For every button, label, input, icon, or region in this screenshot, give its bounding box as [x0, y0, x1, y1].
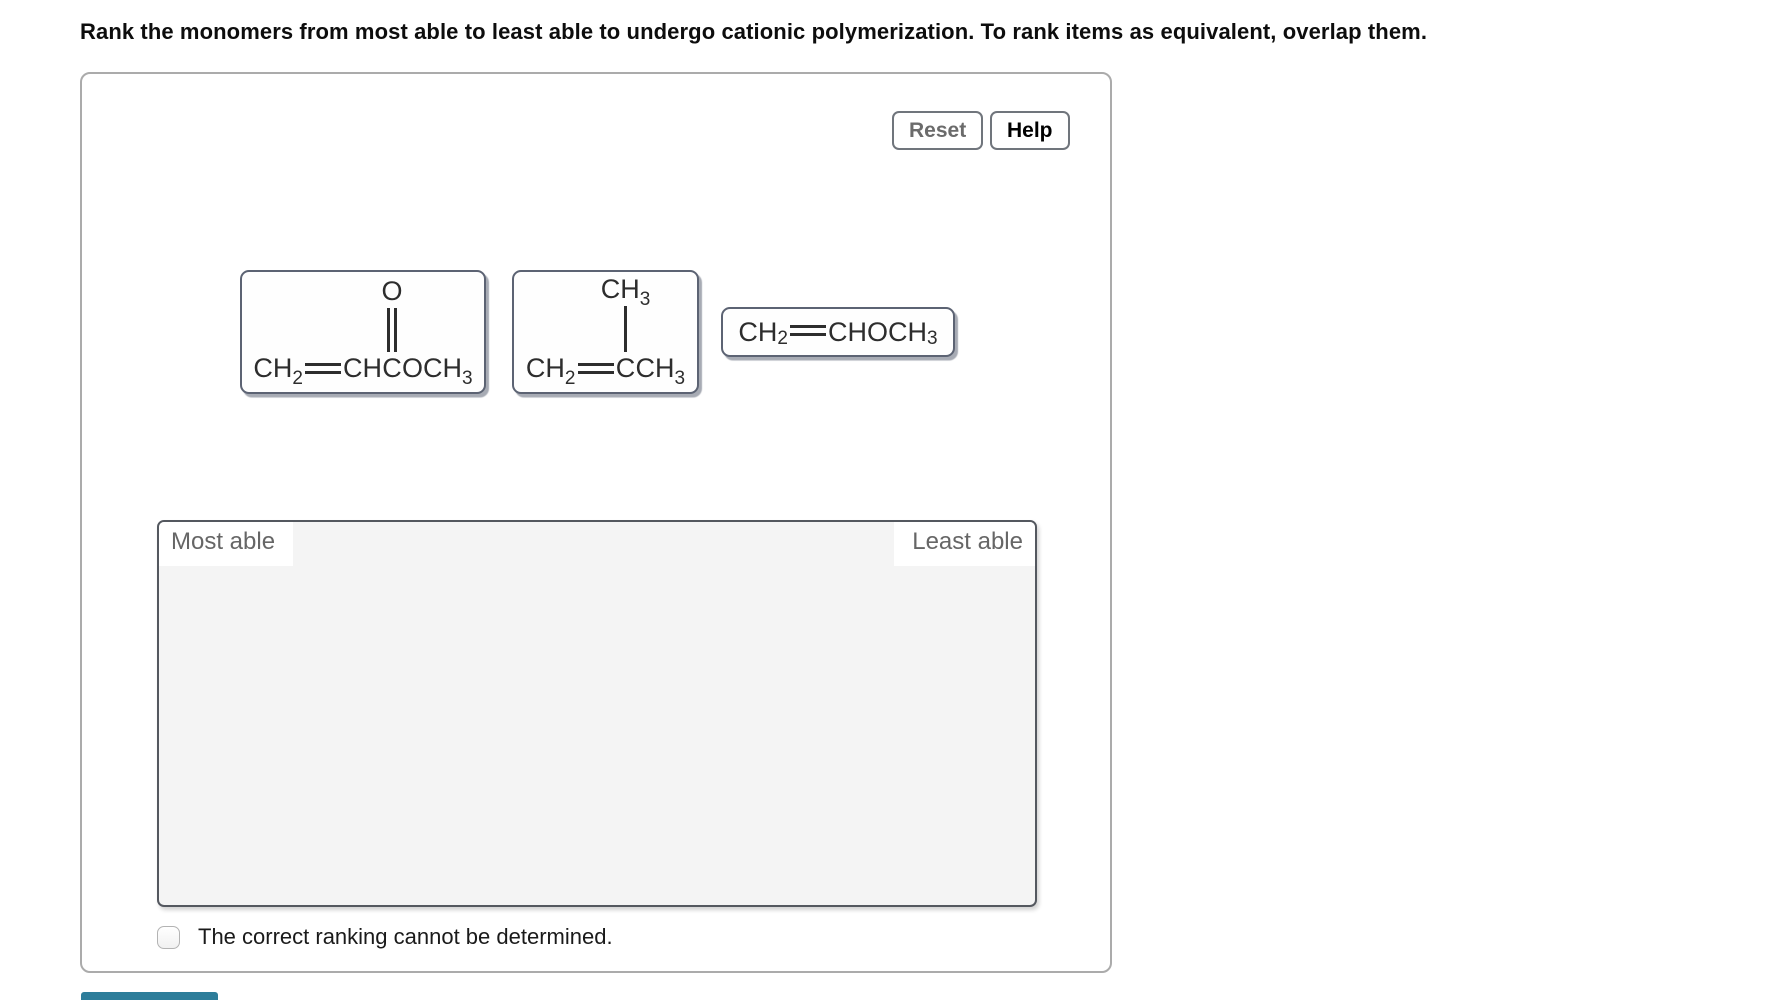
- double-bond-glyph: [577, 363, 614, 374]
- formula-segment: CH: [343, 353, 382, 383]
- formula-subscript: 3: [927, 327, 938, 349]
- formula-subscript: 2: [777, 327, 788, 349]
- formula-segment: CH: [635, 353, 675, 383]
- page-title: Rank the monomers from most able to leas…: [80, 19, 1428, 44]
- formula-subscript: 3: [639, 289, 651, 310]
- vertical-single-bond-glyph: [624, 306, 627, 352]
- reset-button[interactable]: Reset: [892, 111, 984, 150]
- formula-segment: CH: [253, 353, 293, 383]
- carbonyl-group: O C: [381, 276, 403, 383]
- least-able-label: Least able: [894, 522, 1035, 566]
- help-button[interactable]: Help: [990, 111, 1070, 150]
- cannot-determine-row: The correct ranking cannot be determined…: [157, 924, 613, 950]
- formula-subscript: 2: [564, 368, 576, 389]
- ranking-drop-area[interactable]: Most able Least able: [157, 520, 1037, 907]
- formula-segment: OCH: [402, 353, 462, 383]
- formula-subscript: 3: [462, 368, 473, 389]
- formula-segment: CH: [600, 274, 640, 304]
- branch-carbon: C: [615, 353, 636, 383]
- formula-segment: CH: [738, 316, 778, 347]
- vertical-double-bond-glyph: [387, 308, 397, 352]
- cannot-determine-checkbox[interactable]: [157, 925, 180, 949]
- formula-subscript: 3: [674, 368, 686, 389]
- carbonyl-carbon: C: [382, 353, 402, 383]
- formula-segment: CH: [525, 353, 565, 383]
- carbonyl-oxygen: O: [381, 276, 403, 306]
- formula-segment: CHOCH: [828, 316, 927, 347]
- cannot-determine-label: The correct ranking cannot be determined…: [198, 924, 613, 949]
- double-bond-glyph: [790, 324, 826, 336]
- formula-subscript: 2: [292, 368, 303, 389]
- most-able-label: Most able: [159, 522, 294, 566]
- cutoff-button-top-edge[interactable]: [81, 992, 218, 1000]
- double-bond-glyph: [305, 363, 341, 374]
